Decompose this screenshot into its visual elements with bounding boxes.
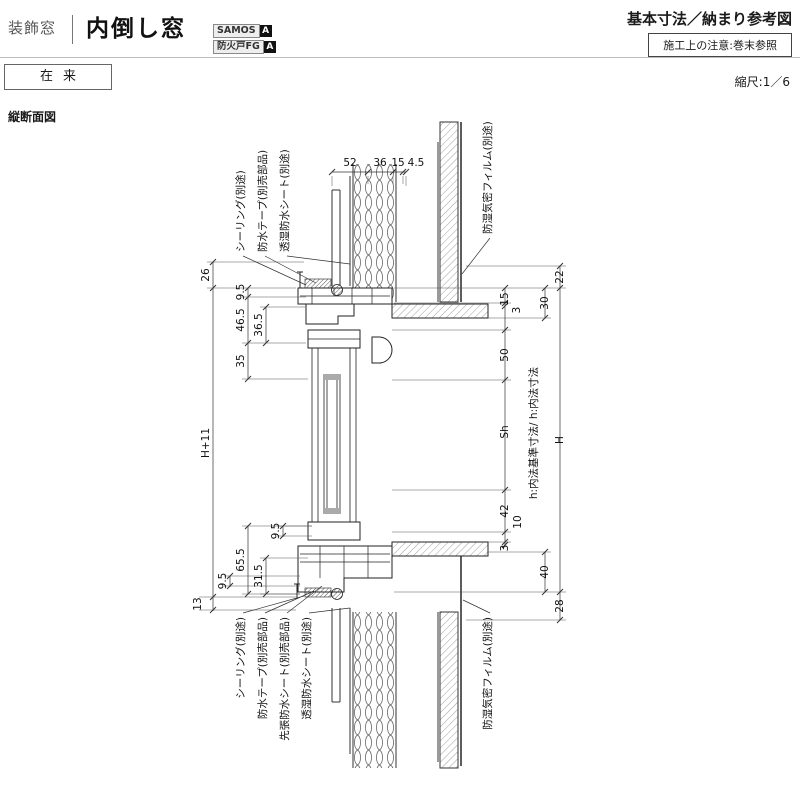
dim-36: 36 xyxy=(373,157,387,169)
glass-spacer-bottom xyxy=(324,508,340,514)
callout-pre-applied-sheet-bottom: 先張防水シート(別売部品) xyxy=(278,617,291,741)
inner-dimension-note: h:内法基準寸法/ h:内法寸法 xyxy=(527,367,540,499)
sash-stiles xyxy=(308,338,360,522)
badge-samos: SAMOS A xyxy=(213,24,276,38)
wall-top xyxy=(331,121,462,303)
insulation-top xyxy=(354,164,395,300)
section-view-label: 縦断面図 xyxy=(8,110,57,124)
callout-breathable-sheet-bottom: 透湿防水シート(別途) xyxy=(300,617,313,720)
sill-frame xyxy=(297,545,393,593)
dim-lines xyxy=(212,171,561,620)
dim-50: 50 xyxy=(499,348,511,361)
dim-36-5: 36.5 xyxy=(253,313,265,336)
dim-3-b: 3 xyxy=(499,545,511,552)
badge-fireproof-label: 防火戸FG xyxy=(213,40,264,54)
callout-sealing-top: シーリング(別途) xyxy=(234,170,247,252)
dim-28: 28 xyxy=(554,599,566,612)
casing-top xyxy=(391,303,489,319)
dim-3-a: 3 xyxy=(511,307,523,314)
casing-bottom xyxy=(391,541,489,557)
wall-bottom xyxy=(331,556,462,769)
dim-46-5: 46.5 xyxy=(235,308,247,331)
callout-waterproof-tape-bottom: 防水テープ(別売部品) xyxy=(256,617,269,719)
badge-fireproof-mark: A xyxy=(263,41,276,53)
callout-leaders xyxy=(242,237,491,614)
sash-bottom-rail xyxy=(307,521,361,541)
construction-note: 施工上の注意:巻末参照 xyxy=(648,33,792,57)
badge-fireproof: 防火戸FG A xyxy=(213,40,276,54)
dim-42: 42 xyxy=(499,504,511,517)
category-label: 装飾窓 xyxy=(8,19,57,37)
board-hatch-bottom xyxy=(439,611,459,769)
dim-35: 35 xyxy=(235,354,247,367)
dim-h-plus-11: H+11 xyxy=(200,428,212,458)
callout-waterproof-tape-top: 防水テープ(別売部品) xyxy=(256,150,269,252)
dimension-lines xyxy=(199,168,566,624)
dim-15-top: 15 xyxy=(391,157,404,169)
dim-sh: Sh xyxy=(499,425,511,438)
dim-40: 40 xyxy=(539,565,551,578)
page-title: 内倒し窓 xyxy=(86,16,186,42)
latch-detail xyxy=(371,336,393,364)
badge-samos-mark: A xyxy=(259,25,272,37)
sheet-title: 基本寸法／納まり参考図 xyxy=(626,10,792,28)
header-rule xyxy=(0,57,800,58)
dim-9-5-b: 9.5 xyxy=(270,523,282,540)
screw-bottom xyxy=(331,588,343,600)
window-frame xyxy=(294,271,489,600)
screw-top xyxy=(331,284,343,296)
dim-13: 13 xyxy=(192,597,204,610)
dim-52: 52 xyxy=(343,157,356,169)
callout-breathable-sheet-top: 透湿防水シート(別途) xyxy=(278,149,291,252)
insulation-bottom xyxy=(354,612,395,768)
dim-10: 10 xyxy=(512,515,524,528)
dim-9-5-c: 9.5 xyxy=(217,573,229,590)
dim-h: H xyxy=(554,436,566,444)
callout-vapor-film-bottom: 防湿気密フィルム(別途) xyxy=(481,617,494,730)
dim-22: 22 xyxy=(554,270,566,283)
dim-15-right: 15 xyxy=(499,292,511,305)
dim-4-5: 4.5 xyxy=(408,157,425,169)
callout-vapor-film-top: 防湿気密フィルム(別途) xyxy=(481,121,494,234)
glass-panes xyxy=(323,374,341,514)
certification-badges: SAMOS A 防火戸FG A xyxy=(213,24,276,56)
glass-spacer-top xyxy=(324,374,340,380)
board-hatch-top xyxy=(439,121,459,303)
scale-label: 縮尺:1／6 xyxy=(734,75,790,89)
title-divider xyxy=(72,15,73,44)
sill-fin xyxy=(294,583,300,598)
dim-9-5-a: 9.5 xyxy=(235,284,247,301)
head-stop xyxy=(305,304,355,325)
dim-26: 26 xyxy=(200,268,212,282)
callout-sealing-bottom: シーリング(別途) xyxy=(234,617,247,699)
badge-samos-label: SAMOS xyxy=(213,24,260,38)
dim-65-5: 65.5 xyxy=(235,548,247,571)
dim-ticks xyxy=(209,168,564,624)
construction-type-box: 在来 xyxy=(4,64,112,90)
dim-30: 30 xyxy=(539,296,551,309)
sealant-bottom xyxy=(304,587,332,598)
sealant-top xyxy=(304,278,332,289)
dim-31-5: 31.5 xyxy=(253,564,265,587)
extension-lines xyxy=(199,176,566,621)
